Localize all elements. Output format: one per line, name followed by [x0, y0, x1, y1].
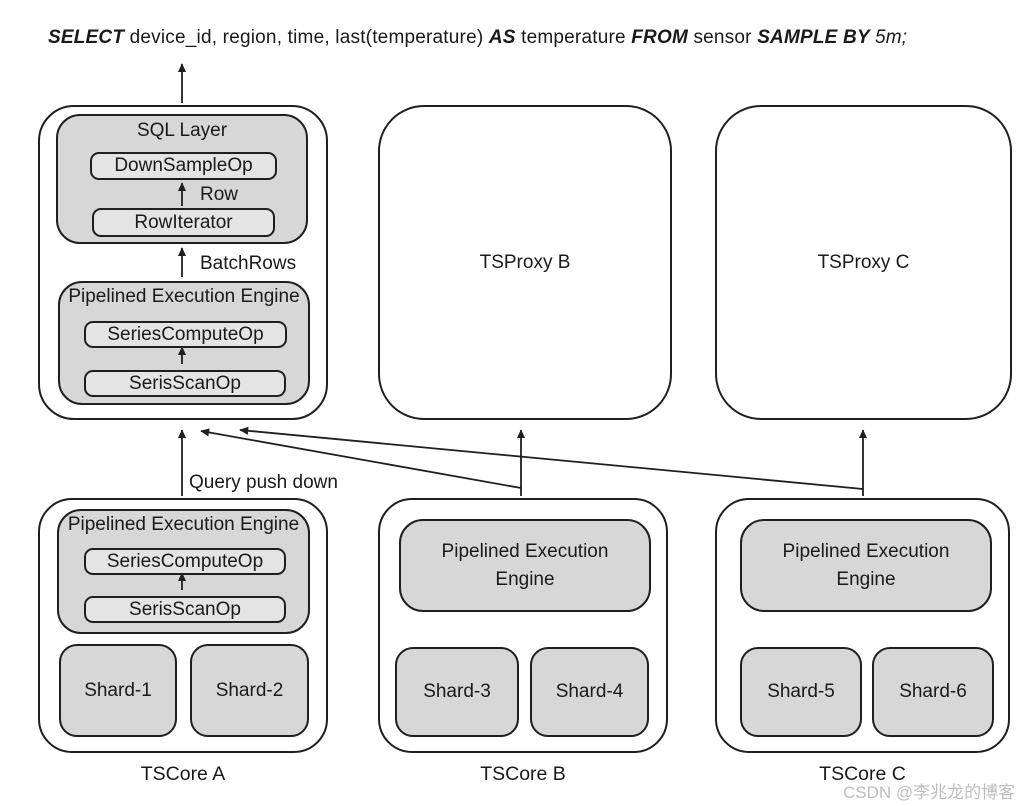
core-b-engine-title: Pipelined Execution Engine	[441, 540, 609, 590]
csdn-watermark: CSDN @李兆龙的博客	[843, 783, 1016, 802]
shard-5-box: Shard-5	[740, 647, 862, 737]
proxy-seriescomputeop-box: SeriesComputeOp	[84, 321, 287, 348]
sql-layer-title: SQL Layer	[136, 120, 228, 141]
query-table: sensor	[693, 27, 758, 48]
tsproxy-a-box: SQL Layer DownSampleOp RowIterator Row B…	[38, 105, 328, 420]
query-push-down-label: Query push down	[189, 472, 338, 493]
tscore-a-box: Pipelined Execution Engine SeriesCompute…	[38, 498, 328, 753]
tsproxy-c-box: TSProxy C	[715, 105, 1012, 420]
proxy-engine-title: Pipelined Execution Engine	[68, 286, 300, 307]
shard-1-box: Shard-1	[59, 644, 177, 737]
sql-query-text: SELECT device_id, region, time, last(tem…	[48, 27, 907, 49]
core-a-serisscanop-box: SerisScanOp	[84, 596, 286, 623]
tscore-c-label: TSCore C	[819, 763, 906, 785]
shard-3-box: Shard-3	[395, 647, 519, 737]
tsproxy-b-label: TSProxy B	[479, 251, 571, 273]
core-a-engine-title: Pipelined Execution Engine	[67, 514, 300, 535]
downsampleop-box: DownSampleOp	[90, 152, 277, 180]
shard-6-box: Shard-6	[872, 647, 994, 737]
tsproxy-b-box: TSProxy B	[378, 105, 672, 420]
core-a-pipelined-execution-engine-box: Pipelined Execution Engine SeriesCompute…	[57, 509, 310, 634]
query-keyword: SAMPLE BY	[757, 27, 875, 48]
rowiterator-box: RowIterator	[92, 208, 275, 237]
row-arrow-label: Row	[200, 184, 239, 205]
query-keyword: SELECT	[48, 27, 130, 48]
query-keyword: FROM	[631, 27, 694, 48]
core-b-pipelined-execution-engine-box: Pipelined Execution Engine	[399, 519, 651, 612]
query-keyword: AS	[488, 27, 522, 48]
tsproxy-c-label: TSProxy C	[817, 251, 910, 273]
sql-layer-box: SQL Layer DownSampleOp RowIterator Row	[56, 114, 308, 244]
tscore-b-box: Pipelined Execution Engine Shard-3 Shard…	[378, 498, 668, 753]
proxy-pipelined-execution-engine-box: Pipelined Execution Engine SeriesCompute…	[58, 281, 310, 405]
batchrows-arrow-label: BatchRows	[200, 253, 297, 274]
tscore-a-label: TSCore A	[140, 763, 226, 785]
proxy-serisscanop-box: SerisScanOp	[84, 370, 286, 397]
query-alias: temperature	[521, 27, 632, 48]
core-c-pipelined-execution-engine-box: Pipelined Execution Engine	[740, 519, 992, 612]
tscore-c-box: Pipelined Execution Engine Shard-5 Shard…	[715, 498, 1010, 753]
shard-4-box: Shard-4	[530, 647, 649, 737]
shard-2-box: Shard-2	[190, 644, 309, 737]
query-interval: 5m;	[874, 27, 908, 48]
core-a-seriescomputeop-box: SeriesComputeOp	[84, 548, 286, 575]
core-c-engine-title: Pipelined Execution Engine	[782, 540, 950, 590]
tscore-b-label: TSCore B	[480, 763, 566, 785]
query-columns: device_id, region, time, last(temperatur…	[129, 27, 489, 48]
